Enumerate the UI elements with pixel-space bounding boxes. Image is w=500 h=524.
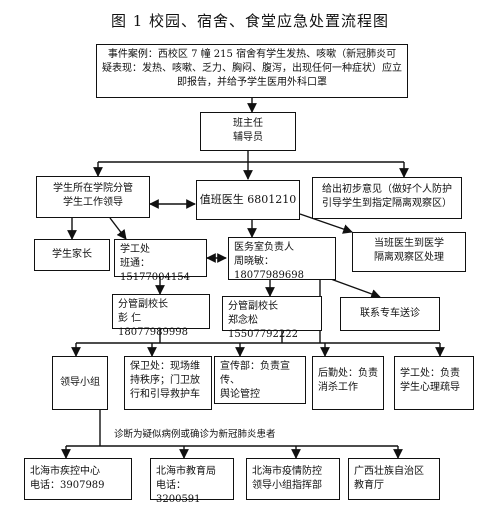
yiqing-text: 北海市疫情防控 领导小组指挥部 xyxy=(252,466,322,491)
geli-text: 当班医生到医学 隔离观察区处理 xyxy=(374,238,444,263)
fxz1-box: 分管副校长 彭 仁 18077989998 xyxy=(112,294,210,338)
diagnosis-label: 诊断为疑似病例或确诊为新冠肺炎患者 xyxy=(114,429,276,440)
figure-title: 图 1 校园、宿舍、食堂应急处置流程图 xyxy=(110,12,390,30)
fxz2-text: 分管副校长 郑念松 15507792222 xyxy=(228,301,298,340)
zhiban-box: 值班医生 6801210 xyxy=(196,180,300,220)
baowei-text: 保卫处：现场维 持秩序；门卫放 行和引导救护车 xyxy=(130,361,200,400)
zhuanche-text: 联系专车送诊 xyxy=(360,308,420,319)
parent-box: 学生家长 xyxy=(34,239,110,271)
fxz2-box: 分管副校长 郑念松 15507792222 xyxy=(222,296,322,340)
zhiban-text: 值班医生 6801210 xyxy=(199,193,297,206)
xuegong-box: 学工处 班通：15177004154 xyxy=(114,239,207,283)
jiaoyuju-text: 北海市教育局 电话：3200591 xyxy=(156,466,216,505)
gxjyt-text: 广西壮族自治区 教育厅 xyxy=(354,466,424,491)
zhuanche-box: 联系专车送诊 xyxy=(340,297,440,331)
fenguan-box: 学生所在学院分管 学生工作领导 xyxy=(36,176,150,218)
parent-text: 学生家长 xyxy=(52,249,92,260)
gxjyt-box: 广西壮族自治区 教育厅 xyxy=(348,458,440,500)
banzhuren-box: 班主任 辅导员 xyxy=(200,112,296,151)
geli-box: 当班医生到医学 隔离观察区处理 xyxy=(352,232,466,272)
xuegong2-box: 学工处：负责 学生心理疏导 xyxy=(394,356,474,410)
lingdao-box: 领导小组 xyxy=(52,356,108,410)
xuanchuan-text: 宣传部：负责宣传、 舆论管控 xyxy=(220,361,290,400)
jiaoyuju-box: 北海市教育局 电话：3200591 xyxy=(150,458,234,505)
yiwushi-text: 医务室负责人 周晓敏：18077989698 xyxy=(234,242,304,281)
houqin-box: 后勤处：负责 消杀工作 xyxy=(312,356,384,410)
xuegong-text: 学工处 班通：15177004154 xyxy=(120,244,190,283)
event-text: 事件案例：西校区 7 幢 215 宿舍有学生发热、咳嗽（新冠肺炎可 疑表现：发热… xyxy=(102,49,402,88)
yiqing-box: 北海市疫情防控 领导小组指挥部 xyxy=(246,458,340,500)
event-box: 事件案例：西校区 7 幢 215 宿舍有学生发热、咳嗽（新冠肺炎可 疑表现：发热… xyxy=(96,44,408,98)
xuegong2-text: 学工处：负责 学生心理疏导 xyxy=(400,368,460,393)
banzhuren-text: 班主任 辅导员 xyxy=(233,118,263,143)
advice-box: 给出初步意见（做好个人防护 引导学生到指定隔离观察区） xyxy=(312,177,462,219)
fxz1-text: 分管副校长 彭 仁 18077989998 xyxy=(118,299,188,338)
lingdao-text: 领导小组 xyxy=(60,377,100,388)
cdc-box: 北海市疾控中心 电话：3907989 xyxy=(24,458,132,500)
yiwushi-box: 医务室负责人 周晓敏：18077989698 xyxy=(228,237,336,281)
fenguan-text: 学生所在学院分管 学生工作领导 xyxy=(53,183,133,208)
houqin-text: 后勤处：负责 消杀工作 xyxy=(318,368,378,393)
cdc-text: 北海市疾控中心 电话：3907989 xyxy=(30,466,105,491)
xuanchuan-box: 宣传部：负责宣传、 舆论管控 xyxy=(214,356,306,404)
baowei-box: 保卫处：现场维 持秩序；门卫放 行和引导救护车 xyxy=(124,356,212,410)
advice-text: 给出初步意见（做好个人防护 引导学生到指定隔离观察区） xyxy=(322,184,452,209)
